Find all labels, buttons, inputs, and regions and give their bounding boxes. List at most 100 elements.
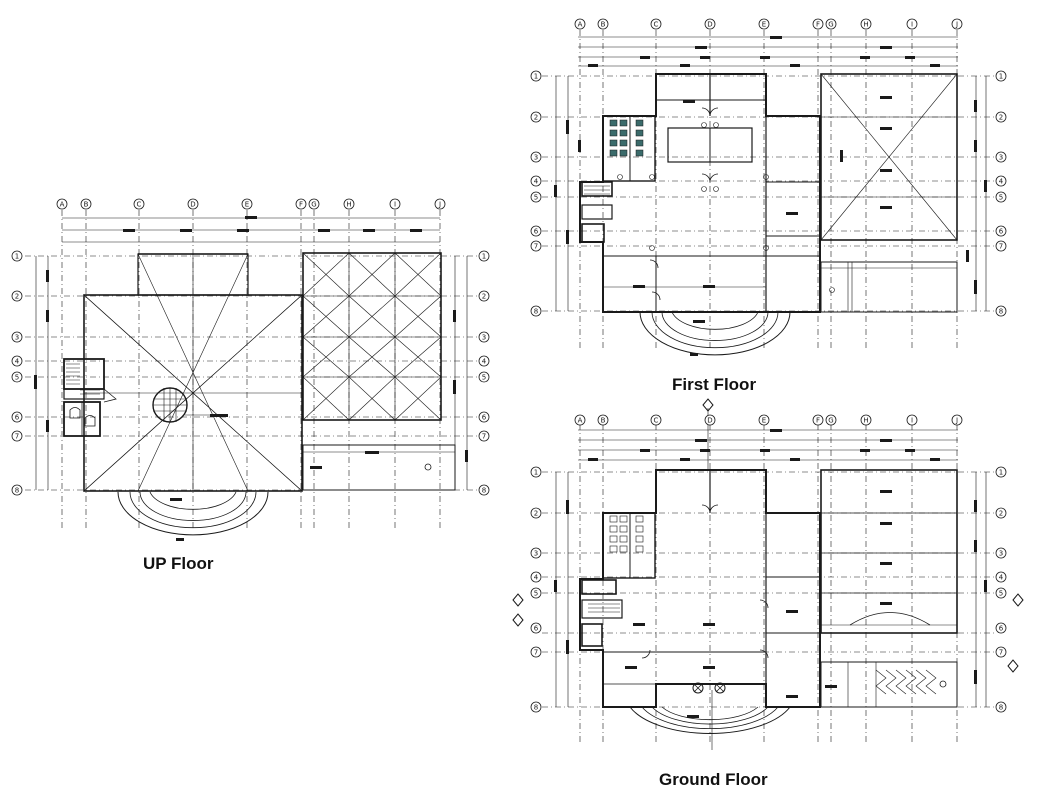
ground-grid-col-j-bubble	[951, 414, 963, 426]
up-grid-row-left-1-label: 1	[15, 253, 19, 261]
first-grid-col-f-label: F	[816, 21, 820, 29]
up-grid-col-f-label: F	[299, 201, 303, 209]
first-grid-col-i-bubble	[906, 18, 918, 30]
up-grid-row-right-7-bubble	[478, 430, 490, 442]
up-grid-col-d-label: D	[190, 201, 195, 209]
up-grid-col-i-bubble	[389, 198, 401, 210]
ground-grid-col-e-bubble	[758, 414, 770, 426]
up-grid-row-right-4-label: 4	[482, 358, 487, 366]
ground-grid-col-h-label: H	[863, 417, 868, 425]
ground-grid-col-i-bubble	[906, 414, 918, 426]
up-grid-col-c-label: C	[137, 201, 142, 209]
ground-grid-row-right-5-label: 5	[999, 590, 1003, 598]
up-grid-row-right-8-label: 8	[482, 487, 486, 495]
up-grid-row-left-6-bubble	[11, 411, 23, 423]
first-grid-col-e-bubble	[758, 18, 770, 30]
first-grid-row-right-6-bubble	[995, 225, 1007, 237]
first-grid-row-right-8-bubble	[995, 305, 1007, 317]
first-grid-row-left-4-label: 4	[534, 178, 539, 186]
ground-grid-col-e-label: E	[762, 417, 766, 425]
first-grid-row-left-1-bubble	[530, 70, 542, 82]
ground-grid-row-left-1-bubble	[530, 466, 542, 478]
first-grid-row-left-6-label: 6	[534, 228, 539, 236]
ground-grid-row-left-5-label: 5	[534, 590, 538, 598]
up-grid-col-b-bubble	[80, 198, 92, 210]
up-grid-col-g-label: G	[311, 201, 316, 209]
first-grid-col-b-label: B	[601, 21, 606, 29]
up-grid-row-right-5-label: 5	[482, 374, 486, 382]
up-grid-col-h-bubble	[343, 198, 355, 210]
ground-grid-row-left-5-bubble	[530, 587, 542, 599]
first-grid-col-d-label: D	[707, 21, 712, 29]
first-grid-row-right-6-label: 6	[999, 228, 1004, 236]
ground-grid-col-h-bubble	[860, 414, 872, 426]
first-grid-col-c-bubble	[650, 18, 662, 30]
up-grid-col-d-bubble	[187, 198, 199, 210]
ground-grid-row-left-2-bubble	[530, 507, 542, 519]
ground-grid-col-a-label: A	[578, 417, 583, 425]
up-grid-row-right-1-bubble	[478, 250, 490, 262]
ground-grid-col-d-bubble	[704, 414, 716, 426]
ground-grid-row-left-7-bubble	[530, 646, 542, 658]
first-grid-row-right-3-bubble	[995, 151, 1007, 163]
ground-grid-row-right-3-label: 3	[999, 550, 1003, 558]
up-grid-row-left-2-label: 2	[15, 293, 19, 301]
ground-grid-row-left-7-label: 7	[534, 649, 538, 657]
floor-plans-drawing: ABCDEFGHIJ1122334455667788ABCDEFGHIJ1122…	[11, 18, 1024, 750]
ground-grid-col-c-bubble	[650, 414, 662, 426]
up-floor-title: UP Floor	[143, 554, 214, 573]
up-grid-row-left-2-bubble	[11, 290, 23, 302]
ground-grid-col-b-bubble	[597, 414, 609, 426]
ground-grid-row-right-7-label: 7	[999, 649, 1003, 657]
up-grid-row-left-3-label: 3	[15, 334, 19, 342]
first-grid-col-d-bubble	[704, 18, 716, 30]
up-grid-col-j-label: J	[438, 201, 441, 209]
ground-grid-row-right-8-label: 8	[999, 704, 1003, 712]
first-grid-col-g-label: G	[828, 21, 833, 29]
ground-grid-row-right-4-label: 4	[999, 574, 1004, 582]
ground-grid-col-c-label: C	[654, 417, 659, 425]
ground-grid-col-i-label: I	[911, 417, 913, 425]
up-grid-row-right-3-label: 3	[482, 334, 486, 342]
up-grid-col-e-label: E	[245, 201, 249, 209]
first-grid-row-left-7-label: 7	[534, 243, 538, 251]
first-grid-col-f-bubble	[812, 18, 824, 30]
up-grid-col-a-bubble	[56, 198, 68, 210]
up-grid-row-left-8-label: 8	[15, 487, 19, 495]
ground-floor-title: Ground Floor	[659, 770, 768, 789]
first-grid-row-left-4-bubble	[530, 175, 542, 187]
ground-grid-row-left-8-bubble	[530, 701, 542, 713]
ground-grid-col-b-label: B	[601, 417, 606, 425]
ground-grid-row-left-3-bubble	[530, 547, 542, 559]
first-grid-row-left-8-label: 8	[534, 308, 538, 316]
ground-grid-col-g-label: G	[828, 417, 833, 425]
up-grid-col-g-bubble	[308, 198, 320, 210]
ground-grid-col-d-label: D	[707, 417, 712, 425]
up-grid-row-left-1-bubble	[11, 250, 23, 262]
first-grid-row-right-5-bubble	[995, 191, 1007, 203]
ground-grid-col-f-label: F	[816, 417, 820, 425]
first-grid-col-g-bubble	[825, 18, 837, 30]
up-grid-row-left-5-label: 5	[15, 374, 19, 382]
first-grid-col-j-label: J	[955, 21, 958, 29]
ground-grid-row-left-6-bubble	[530, 622, 542, 634]
ground-grid-row-right-3-bubble	[995, 547, 1007, 559]
first-grid-row-left-7-bubble	[530, 240, 542, 252]
up-grid-col-j-bubble	[434, 198, 446, 210]
ground-grid-row-right-1-label: 1	[999, 469, 1003, 477]
up-grid-row-right-3-bubble	[478, 331, 490, 343]
ground-grid-row-right-4-bubble	[995, 571, 1007, 583]
first-grid-row-left-5-bubble	[530, 191, 542, 203]
first-grid-row-right-1-label: 1	[999, 73, 1003, 81]
up-grid-col-i-label: I	[394, 201, 396, 209]
first-grid-row-right-1-bubble	[995, 70, 1007, 82]
ground-grid-col-f-bubble	[812, 414, 824, 426]
first-grid-row-left-5-label: 5	[534, 194, 538, 202]
up-grid-col-a-label: A	[60, 201, 65, 209]
first-grid-row-left-3-label: 3	[534, 154, 538, 162]
first-grid-col-j-bubble	[951, 18, 963, 30]
up-grid-row-right-2-bubble	[478, 290, 490, 302]
up-grid-col-e-bubble	[241, 198, 253, 210]
up-grid-row-left-7-bubble	[11, 430, 23, 442]
